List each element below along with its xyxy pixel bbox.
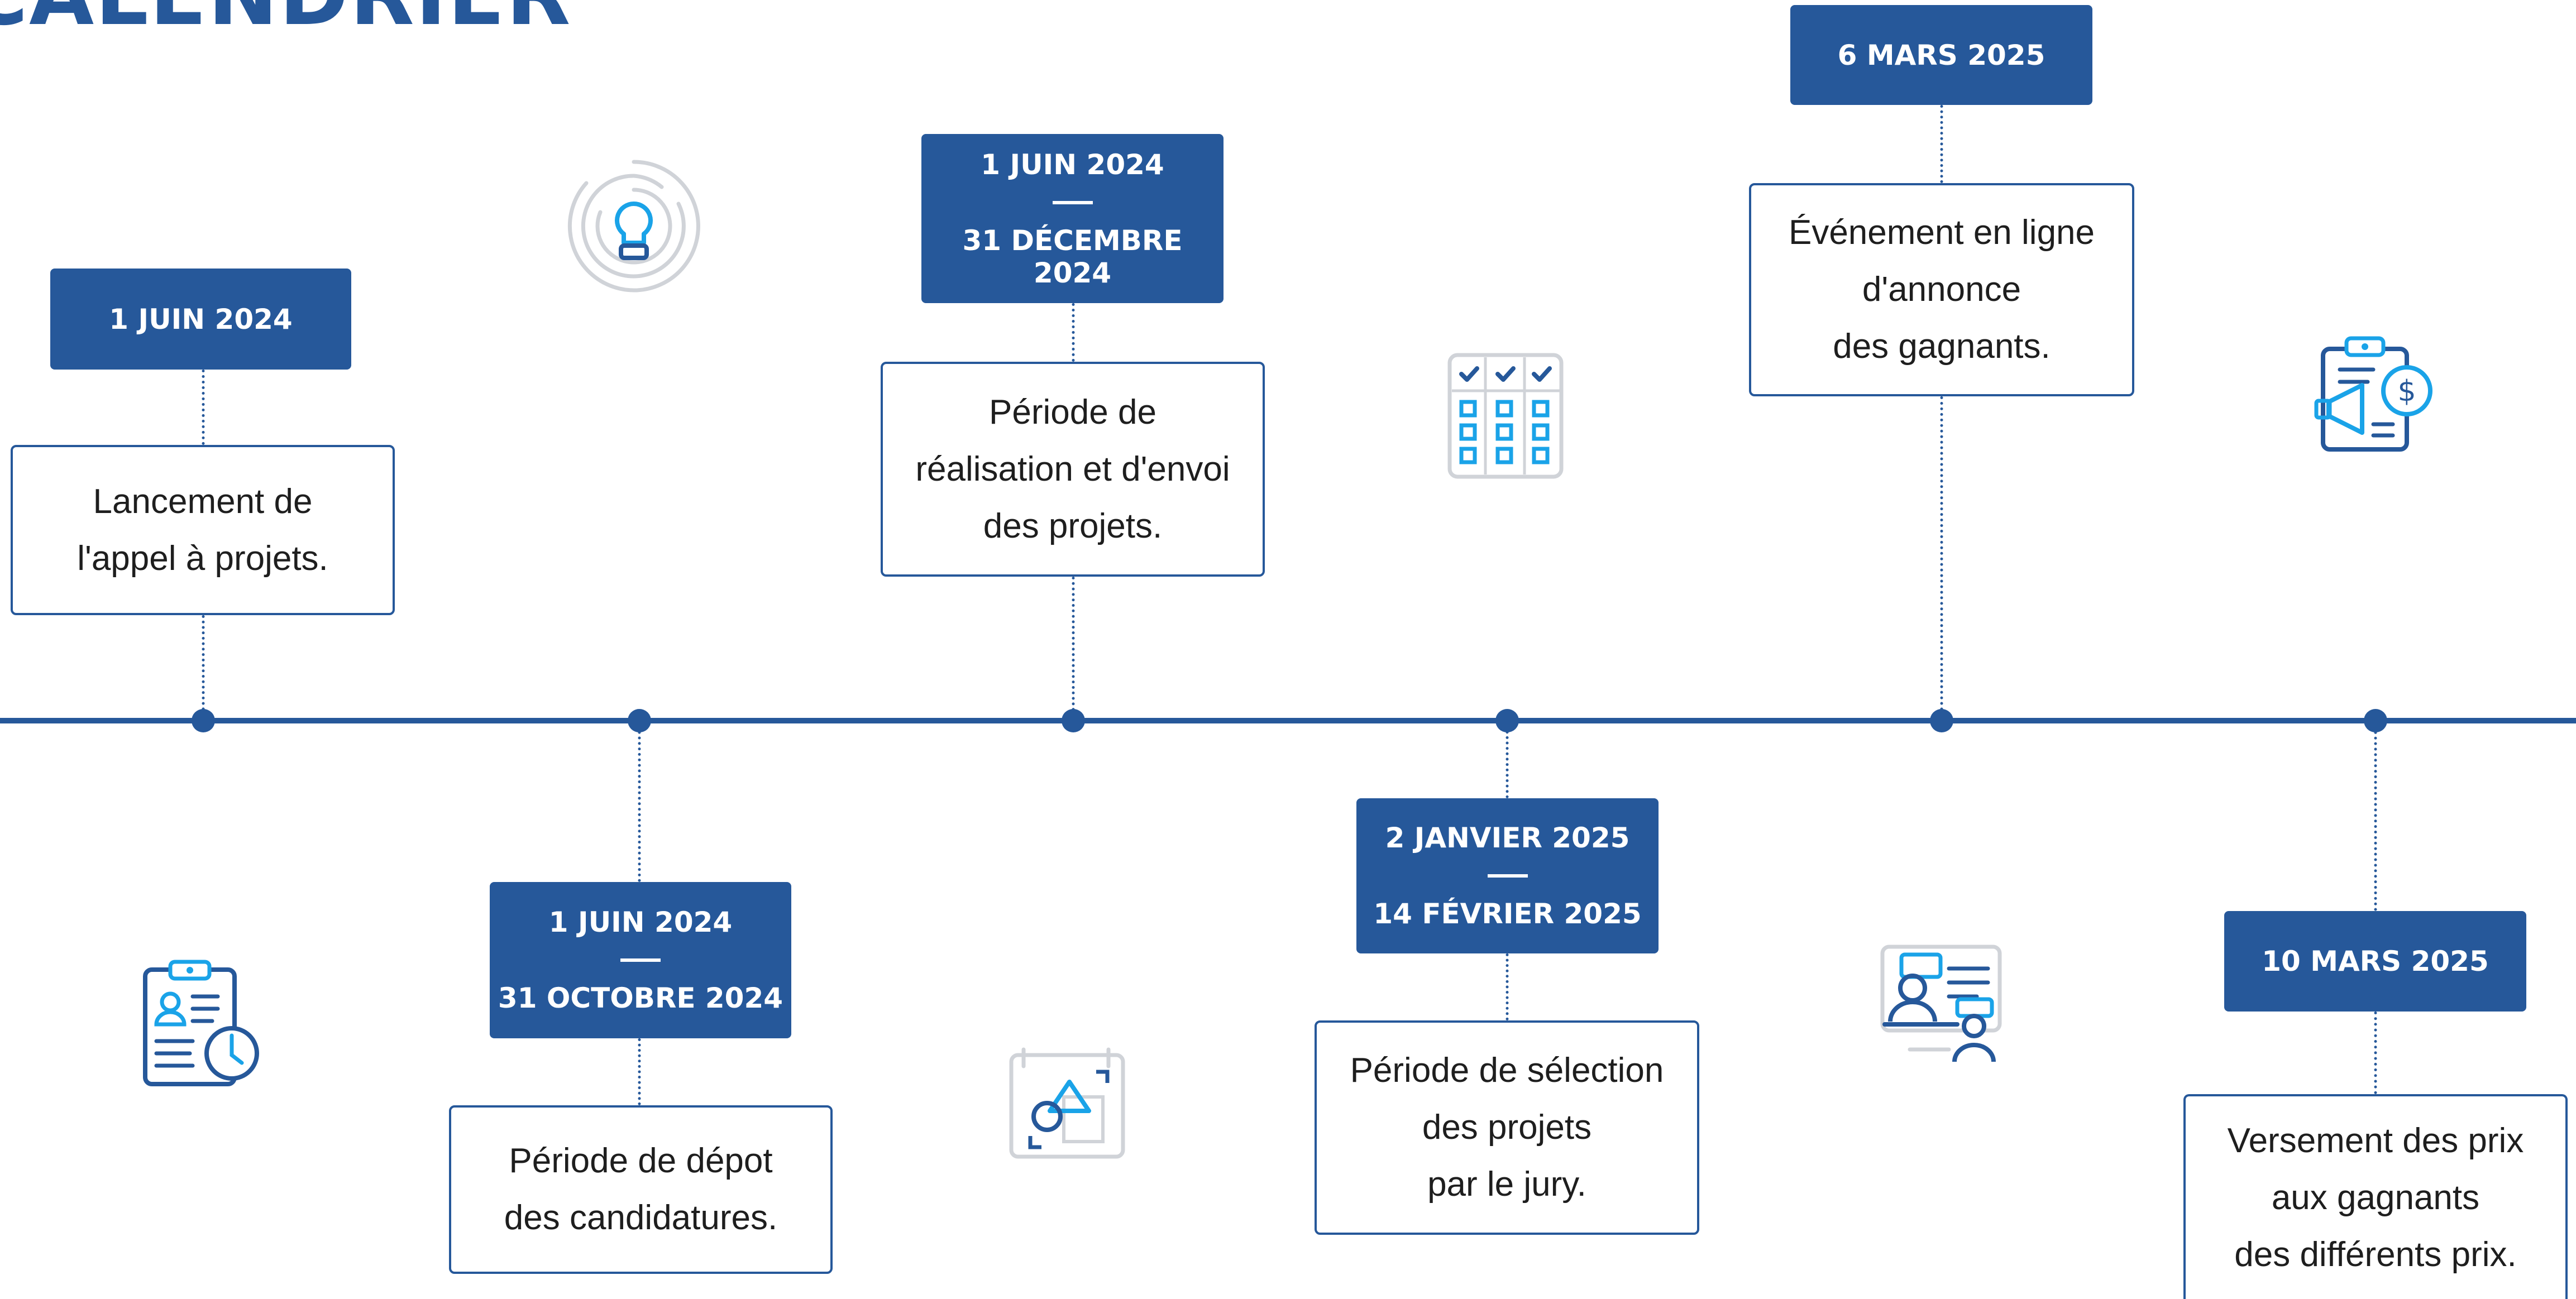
connector-line xyxy=(1506,720,1509,798)
timeline-dot xyxy=(1495,709,1519,732)
connector-line xyxy=(638,1038,641,1105)
milestone-date-badge: 1 JUIN 2024 31 OCTOBRE 2024 xyxy=(490,882,791,1038)
timeline-dot xyxy=(1930,709,1953,732)
timeline-dot xyxy=(2364,709,2387,732)
page-title: CALENDRIER xyxy=(0,0,572,44)
timeline-axis xyxy=(0,718,2576,723)
connector-line xyxy=(1072,577,1075,722)
milestone-date-badge: 6 MARS 2025 xyxy=(1790,5,2092,105)
milestone-date-badge: 10 MARS 2025 xyxy=(2224,911,2526,1012)
milestone-description: Période de dépot des candidatures. xyxy=(449,1105,833,1274)
milestone-date: 1 JUIN 2024 xyxy=(109,303,293,335)
milestone-date: 6 MARS 2025 xyxy=(1837,39,2045,71)
connector-line xyxy=(1940,105,1943,183)
connector-line xyxy=(2374,720,2377,911)
design-shapes-icon xyxy=(1008,1044,1128,1161)
clipboard-profile-clock-icon xyxy=(140,957,265,1091)
milestone-date-end: 31 OCTOBRE 2024 xyxy=(498,982,783,1014)
timeline-dot xyxy=(192,709,215,732)
milestone-date: 10 MARS 2025 xyxy=(2262,945,2489,977)
connector-line xyxy=(202,615,205,721)
connector-line xyxy=(1940,396,1943,722)
date-range-dash xyxy=(1052,200,1093,204)
connector-line xyxy=(1506,953,1509,1020)
milestone-date-start: 1 JUIN 2024 xyxy=(548,906,733,938)
milestone-description: Période de réalisation et d'envoi des pr… xyxy=(881,362,1265,577)
connector-line xyxy=(1072,303,1075,362)
svg-text:$: $ xyxy=(2397,375,2416,408)
milestone-description: Événement en ligne d'annonce des gagnant… xyxy=(1749,183,2134,396)
milestone-date-start: 1 JUIN 2024 xyxy=(981,148,1164,181)
connector-line xyxy=(638,720,641,882)
connector-line xyxy=(2374,1012,2377,1094)
milestone-date-end: 14 FÉVRIER 2025 xyxy=(1373,898,1642,930)
milestone-date-badge: 1 JUIN 2024 31 DÉCEMBRE 2024 xyxy=(921,134,1224,303)
milestone-description: Lancement de l'appel à projets. xyxy=(11,445,395,615)
checklist-grid-icon xyxy=(1446,352,1566,480)
connector-line xyxy=(202,370,205,445)
milestone-description: Versement des prix aux gagnants des diff… xyxy=(2183,1094,2568,1299)
milestone-date-badge: 2 JANVIER 2025 14 FÉVRIER 2025 xyxy=(1356,798,1659,953)
date-range-dash xyxy=(1487,874,1528,878)
lightbulb-maze-icon xyxy=(564,156,704,296)
milestone-date-badge: 1 JUIN 2024 xyxy=(50,269,351,370)
date-range-dash xyxy=(620,958,661,962)
milestone-date-end: 31 DÉCEMBRE 2024 xyxy=(962,224,1183,289)
timeline-dot xyxy=(628,709,651,732)
timeline-dot xyxy=(1062,709,1085,732)
milestone-description: Période de sélection des projets par le … xyxy=(1315,1020,1699,1235)
video-meeting-icon xyxy=(1879,943,2005,1066)
clipboard-megaphone-dollar-icon: $ xyxy=(2312,335,2440,455)
milestone-date-start: 2 JANVIER 2025 xyxy=(1385,822,1630,854)
